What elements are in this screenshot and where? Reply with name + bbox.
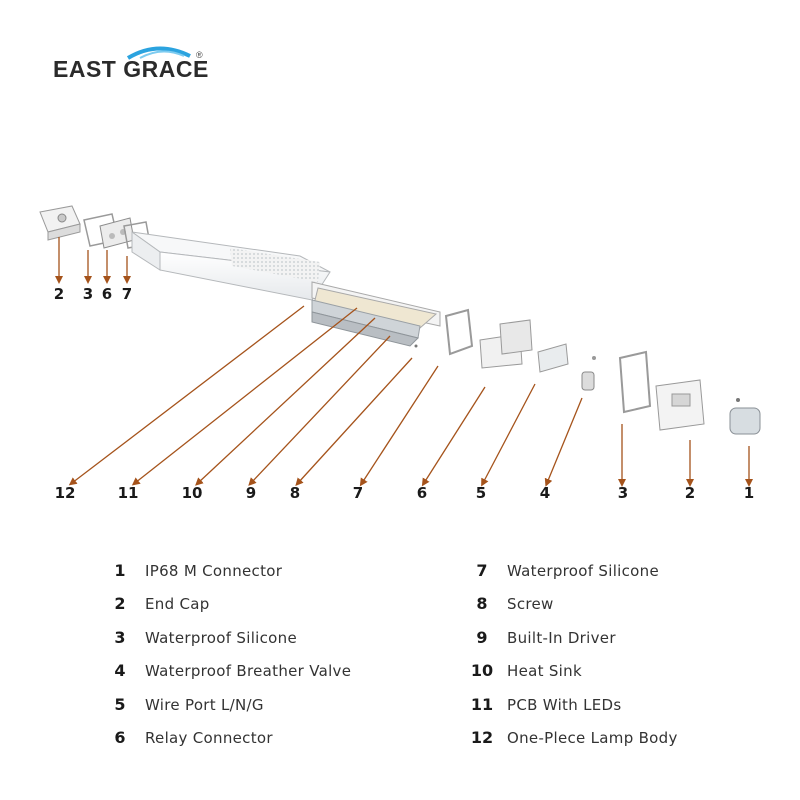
legend-label: One-Plece Lamp Body — [507, 729, 678, 747]
legend-label: Built-In Driver — [507, 628, 616, 647]
registered-mark: ® — [196, 50, 203, 60]
bottom-callout-label-9: 9 — [246, 484, 256, 502]
bottom-callout-label-7: 7 — [353, 484, 363, 502]
legend-number: 2 — [114, 594, 126, 614]
top-callout-label-3: 3 — [83, 285, 93, 303]
bottom-callout-label-10: 10 — [182, 484, 203, 502]
top-callout-arrows — [55, 237, 131, 284]
brand-logo: EAST GRACE ® — [50, 42, 220, 86]
breather-valve-part — [581, 356, 596, 391]
legend-label: Screw — [507, 595, 554, 614]
silicone-frame-part — [618, 350, 652, 414]
legend-label: PCB With LEDs — [507, 695, 622, 714]
m-connector-part — [729, 398, 761, 435]
legend-label: Wire Port L/N/G — [145, 695, 264, 714]
legend-number: 12 — [470, 728, 494, 747]
lamp-body-part — [131, 231, 441, 348]
bottom-callout-arrow-12 — [68, 305, 305, 486]
legend-number: 9 — [476, 627, 488, 647]
legend-label: IP68 M Connector — [145, 562, 283, 580]
bottom-callout-arrow-9 — [248, 335, 391, 486]
legend-number: 5 — [114, 694, 126, 714]
legend-number: 3 — [114, 627, 126, 647]
bottom-callout-label-11: 11 — [118, 484, 139, 502]
legend-label: Waterproof Silicone — [507, 562, 659, 580]
end-cap-right-part — [655, 379, 705, 431]
bottom-callout-label-6: 6 — [417, 484, 427, 502]
end-cap-part — [39, 205, 81, 241]
bottom-callout-label-5: 5 — [476, 484, 486, 502]
bottom-callout-arrow-11 — [131, 307, 358, 486]
legend-label: Waterproof Silicone — [145, 628, 297, 647]
top-callout-label-2: 2 — [54, 285, 64, 303]
bottom-callout-arrows — [68, 305, 753, 487]
bottom-callout-arrow-7 — [359, 365, 439, 487]
bottom-callout-arrow-6 — [421, 386, 486, 487]
brand-name: EAST GRACE — [53, 56, 209, 82]
bottom-callout-arrow-8 — [295, 357, 413, 486]
bottom-callout-labels: 12 11 10 9 8 7 6 5 4 3 2 1 — [55, 484, 755, 502]
legend-number: 1 — [114, 561, 126, 580]
top-callout-label-6: 6 — [102, 285, 112, 303]
bottom-callout-label-2: 2 — [685, 484, 695, 502]
bottom-callout-label-8: 8 — [290, 484, 300, 502]
bottom-callout-arrow-4 — [544, 397, 583, 487]
relay-connector-right-part — [479, 319, 533, 369]
silicone-seal-part — [444, 308, 474, 356]
legend-number: 10 — [470, 661, 494, 681]
legend-label: End Cap — [145, 595, 210, 614]
legend-label: Heat Sink — [507, 662, 582, 681]
legend-number: 4 — [114, 661, 126, 681]
wire-port-part — [537, 343, 569, 373]
bottom-callout-label-3: 3 — [618, 484, 628, 502]
legend-number: 6 — [114, 728, 126, 747]
bottom-callout-label-12: 12 — [55, 484, 76, 502]
top-callout-label-7: 7 — [122, 285, 132, 303]
legend-label: Relay Connector — [145, 729, 273, 747]
legend-label: Waterproof Breather Valve — [145, 662, 352, 681]
legend-number: 7 — [476, 561, 488, 580]
relay-connector-part — [99, 217, 135, 249]
bottom-callout-arrow-5 — [481, 383, 536, 487]
legend-number: 11 — [470, 694, 494, 714]
bottom-callout-label-1: 1 — [744, 484, 754, 502]
bottom-callout-arrow-10 — [195, 317, 376, 486]
legend-number: 8 — [476, 594, 488, 614]
bottom-callout-label-4: 4 — [540, 484, 550, 502]
logo-arc-icon — [126, 46, 191, 60]
